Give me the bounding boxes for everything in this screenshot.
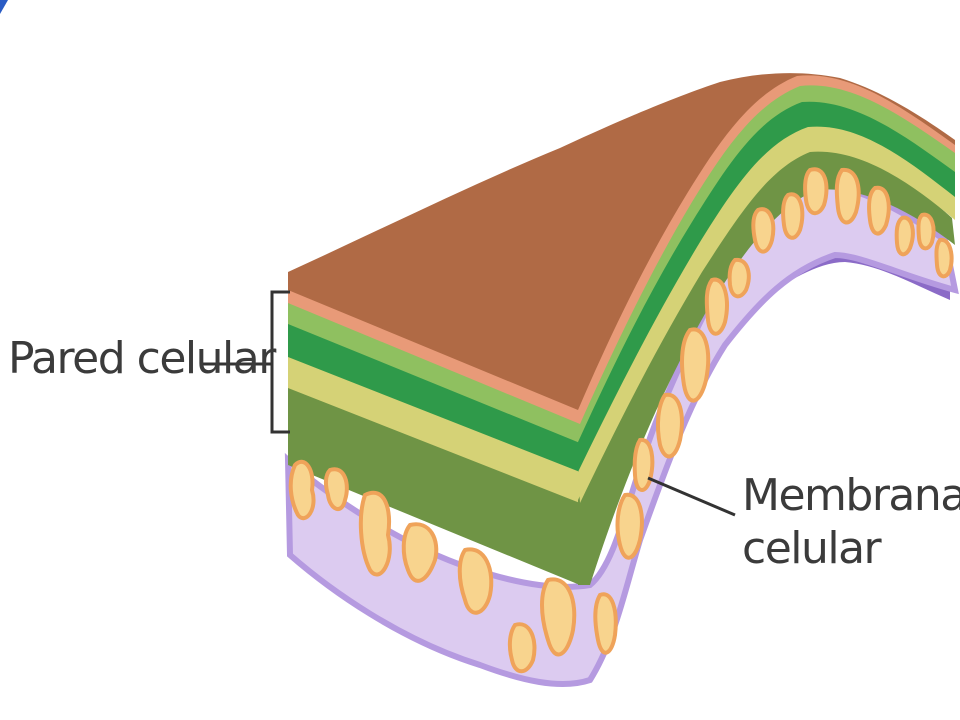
- protein: [358, 490, 392, 577]
- cell-membrane-label: Membrana celular: [742, 470, 960, 576]
- protein: [867, 185, 891, 236]
- protein: [834, 167, 861, 225]
- protein: [803, 167, 829, 216]
- corner-mark: [0, 0, 8, 14]
- protein: [894, 215, 915, 257]
- cell-membrane-leader-line: [647, 476, 736, 517]
- wall-layer-green: [288, 322, 580, 472]
- wall-curve-olive: [578, 149, 955, 586]
- cell-membrane-label-line1: Membrana: [742, 470, 960, 521]
- membrane-band: [284, 182, 959, 688]
- protein: [615, 492, 644, 560]
- cell-wall-label: Pared celular: [8, 333, 276, 384]
- protein: [323, 467, 349, 511]
- protein: [916, 212, 936, 251]
- wall-top-surface: [288, 73, 955, 420]
- cell-membrane-label-line2: celular: [742, 522, 882, 574]
- protein: [934, 237, 954, 279]
- protein: [593, 592, 618, 655]
- protein: [727, 257, 751, 299]
- protein: [401, 522, 439, 583]
- protein: [540, 577, 577, 657]
- membrane-proteins: [288, 167, 954, 674]
- protein: [288, 459, 316, 521]
- cell-wall-bracket: [270, 290, 290, 434]
- protein: [507, 622, 537, 674]
- protein: [655, 392, 684, 459]
- wall-layer-yellow: [288, 355, 580, 503]
- wall-layer-light-green: [288, 300, 580, 443]
- protein: [680, 327, 711, 403]
- protein: [781, 192, 805, 240]
- protein: [632, 438, 655, 492]
- protein: [704, 277, 729, 336]
- protein: [457, 547, 494, 615]
- wall-layer-olive: [288, 385, 580, 585]
- protein: [751, 207, 776, 254]
